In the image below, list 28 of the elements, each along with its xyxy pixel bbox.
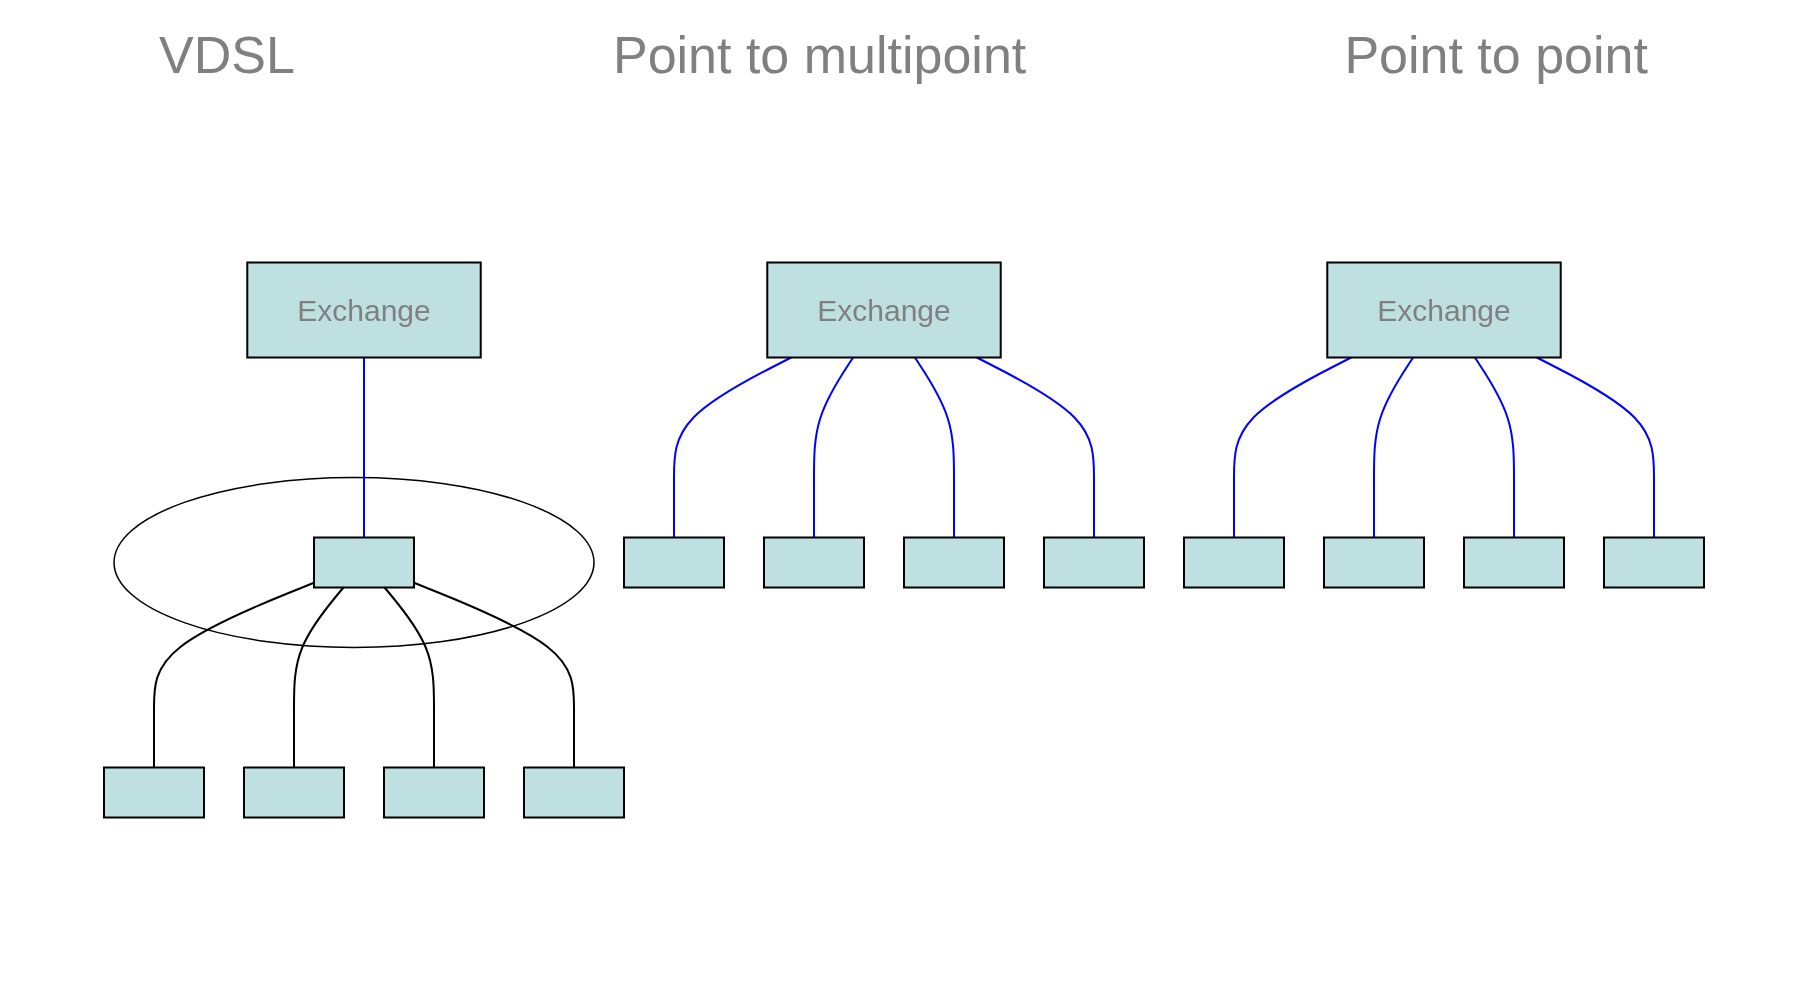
connector xyxy=(383,586,435,769)
connector xyxy=(672,356,792,539)
node-box: Exchange xyxy=(245,261,482,359)
node-box xyxy=(312,536,415,589)
node-box xyxy=(1182,536,1285,589)
connector xyxy=(812,356,854,539)
section-heading: VDSL xyxy=(159,25,295,85)
node-box: Exchange xyxy=(1325,261,1562,359)
section-heading: Point to point xyxy=(1344,25,1648,85)
connector xyxy=(292,586,344,769)
node-box xyxy=(102,766,205,819)
connector xyxy=(1232,356,1352,539)
connector xyxy=(1473,356,1515,539)
node-box xyxy=(622,536,725,589)
node-box xyxy=(1322,536,1425,589)
connector xyxy=(362,356,365,539)
node-box xyxy=(1602,536,1705,589)
node-box xyxy=(1042,536,1145,589)
node-box xyxy=(382,766,485,819)
node-box xyxy=(902,536,1005,589)
node-box xyxy=(762,536,865,589)
node-box xyxy=(522,766,625,819)
connector xyxy=(913,356,955,539)
section-heading: Point to multipoint xyxy=(612,25,1027,85)
node-box xyxy=(1462,536,1565,589)
node-box xyxy=(242,766,345,819)
node-box: Exchange xyxy=(765,261,1002,359)
connector xyxy=(1372,356,1414,539)
